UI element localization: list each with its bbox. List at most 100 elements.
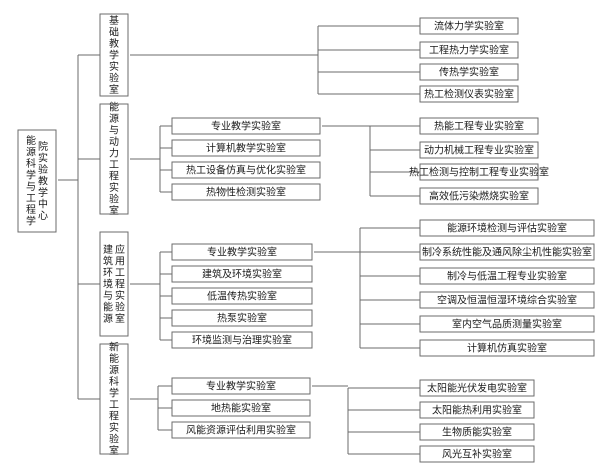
box-frame bbox=[419, 163, 539, 181]
box-frame bbox=[419, 187, 539, 205]
sub-node: 计算机教学实验室 bbox=[171, 139, 322, 158]
box-label: 太阳能热利用实验室 bbox=[432, 404, 522, 417]
box-frame bbox=[99, 231, 129, 337]
box-frame bbox=[419, 219, 595, 237]
box-frame bbox=[419, 291, 595, 309]
box-frame bbox=[171, 117, 321, 135]
box-label: 风能资源评估利用实验室 bbox=[186, 424, 296, 437]
box-label: 能源科学与工程学院实验教学中心 bbox=[26, 134, 48, 228]
box-label: 地热能实验室 bbox=[211, 402, 271, 415]
chart-nodes: 能源科学与工程学院实验教学中心 基础教学实验室 流体力学实验室工程热力学实验室传热学… bbox=[17, 13, 596, 464]
sub-node: 建筑及环境实验室 bbox=[171, 265, 314, 284]
lab-node: 流体力学实验室 bbox=[419, 17, 520, 36]
box-frame bbox=[419, 339, 595, 357]
box-label: 室内空气品质测量实验室 bbox=[452, 318, 562, 331]
lab-node: 太阳能热利用实验室 bbox=[419, 401, 536, 420]
box-frame bbox=[419, 243, 595, 261]
box-label: 制冷与低温工程专业实验室 bbox=[447, 270, 567, 283]
box-label: 低温传热实验室 bbox=[207, 290, 277, 303]
box-label: 专业教学实验室 bbox=[206, 380, 276, 393]
sub-node: 专业教学实验室 bbox=[171, 117, 322, 136]
box-label: 热工检测仪表实验室 bbox=[424, 88, 514, 101]
sub-node: 低温传热实验室 bbox=[171, 287, 314, 306]
box-label: 动力机械工程专业实验室 bbox=[424, 144, 534, 157]
lab-node: 计算机仿真实验室 bbox=[419, 339, 596, 358]
connector-lines bbox=[56, 25, 420, 455]
box-label: 建筑环境与能源应用工程实验室 bbox=[103, 243, 125, 325]
box-frame bbox=[171, 309, 313, 327]
lab-node: 空调及恒温恒湿环境综合实验室 bbox=[419, 291, 596, 310]
box-label: 基础教学实验室 bbox=[109, 14, 119, 96]
box-frame bbox=[419, 423, 535, 441]
box-label: 空调及恒温恒湿环境综合实验室 bbox=[437, 294, 577, 307]
box-frame bbox=[419, 41, 519, 59]
sub-node: 专业教学实验室 bbox=[171, 377, 312, 396]
sub-node: 热工设备仿真与优化实验室 bbox=[171, 161, 322, 180]
box-label: 计算机教学实验室 bbox=[206, 142, 286, 155]
lab-node: 工程热力学实验室 bbox=[419, 41, 520, 60]
sub-node: 环境监测与治理实验室 bbox=[171, 331, 314, 350]
box-label: 热工设备仿真与优化实验室 bbox=[186, 164, 306, 177]
box-label: 能源与动力工程实验室 bbox=[109, 101, 119, 218]
lab-node: 传热学实验室 bbox=[419, 63, 520, 82]
box-label: 传热学实验室 bbox=[439, 66, 499, 79]
box-frame bbox=[419, 267, 595, 285]
box-label: 计算机仿真实验室 bbox=[467, 342, 547, 355]
box-label: 制冷系统性能及通风除尘机性能实验室 bbox=[422, 246, 592, 259]
sub-node: 地热能实验室 bbox=[171, 399, 312, 418]
branch-node-3: 建筑环境与能源应用工程实验室 bbox=[99, 231, 130, 338]
box-label: 太阳能光伏发电实验室 bbox=[427, 382, 527, 395]
box-frame bbox=[171, 243, 313, 261]
box-frame bbox=[419, 63, 519, 81]
lab-node: 热工检测仪表实验室 bbox=[419, 85, 520, 104]
box-frame bbox=[419, 85, 519, 103]
box-label: 热能工程专业实验室 bbox=[434, 120, 524, 133]
sub-node: 热泵实验室 bbox=[171, 309, 314, 328]
branch-node-4: 新能源科学工程实验室 bbox=[99, 341, 130, 458]
sub-node: 热物性检测实验室 bbox=[171, 183, 322, 202]
lab-node: 制冷系统性能及通风除尘机性能实验室 bbox=[419, 243, 596, 262]
box-label: 生物质能实验室 bbox=[442, 426, 512, 439]
box-frame bbox=[171, 331, 313, 349]
box-frame bbox=[171, 265, 313, 283]
box-label: 风光互补实验室 bbox=[442, 448, 512, 461]
box-frame bbox=[419, 379, 535, 397]
box-frame bbox=[171, 139, 321, 157]
branch-node-1: 基础教学实验室 bbox=[99, 13, 130, 98]
lab-node: 热工检测与控制工程专业实验室 bbox=[409, 163, 549, 182]
box-frame bbox=[99, 103, 129, 215]
lab-node: 太阳能光伏发电实验室 bbox=[419, 379, 536, 398]
box-frame bbox=[171, 421, 311, 439]
box-label: 工程热力学实验室 bbox=[429, 44, 509, 57]
sub-node: 风能资源评估利用实验室 bbox=[171, 421, 312, 440]
box-label: 高效低污染燃烧实验室 bbox=[429, 190, 529, 203]
box-frame bbox=[419, 17, 519, 35]
lab-node: 高效低污染燃烧实验室 bbox=[419, 187, 540, 206]
lab-node: 风光互补实验室 bbox=[419, 445, 536, 464]
sub-node: 专业教学实验室 bbox=[171, 243, 314, 262]
lab-node: 生物质能实验室 bbox=[419, 423, 536, 442]
box-label: 热物性检测实验室 bbox=[206, 186, 286, 199]
box-frame bbox=[171, 377, 311, 395]
lab-node: 热能工程专业实验室 bbox=[419, 117, 540, 136]
box-frame bbox=[419, 141, 539, 159]
box-label: 流体力学实验室 bbox=[434, 20, 504, 33]
box-frame bbox=[171, 183, 321, 201]
box-label: 能源环境检测与评估实验室 bbox=[447, 222, 567, 235]
lab-node: 室内空气品质测量实验室 bbox=[419, 315, 596, 334]
lab-node: 动力机械工程专业实验室 bbox=[419, 141, 540, 160]
box-label: 热工检测与控制工程专业实验室 bbox=[409, 166, 549, 179]
box-label: 新能源科学工程实验室 bbox=[109, 341, 119, 458]
box-label: 热泵实验室 bbox=[217, 312, 267, 325]
box-frame bbox=[99, 13, 129, 97]
box-frame bbox=[419, 315, 595, 333]
box-label: 建筑及环境实验室 bbox=[202, 268, 282, 281]
box-frame bbox=[419, 117, 539, 135]
box-frame bbox=[171, 399, 311, 417]
box-label: 环境监测与治理实验室 bbox=[192, 334, 292, 347]
box-frame bbox=[419, 445, 535, 463]
lab-node: 能源环境检测与评估实验室 bbox=[419, 219, 596, 238]
box-frame bbox=[99, 343, 129, 455]
box-label: 专业教学实验室 bbox=[207, 246, 277, 259]
branch-node-2: 能源与动力工程实验室 bbox=[99, 101, 130, 218]
